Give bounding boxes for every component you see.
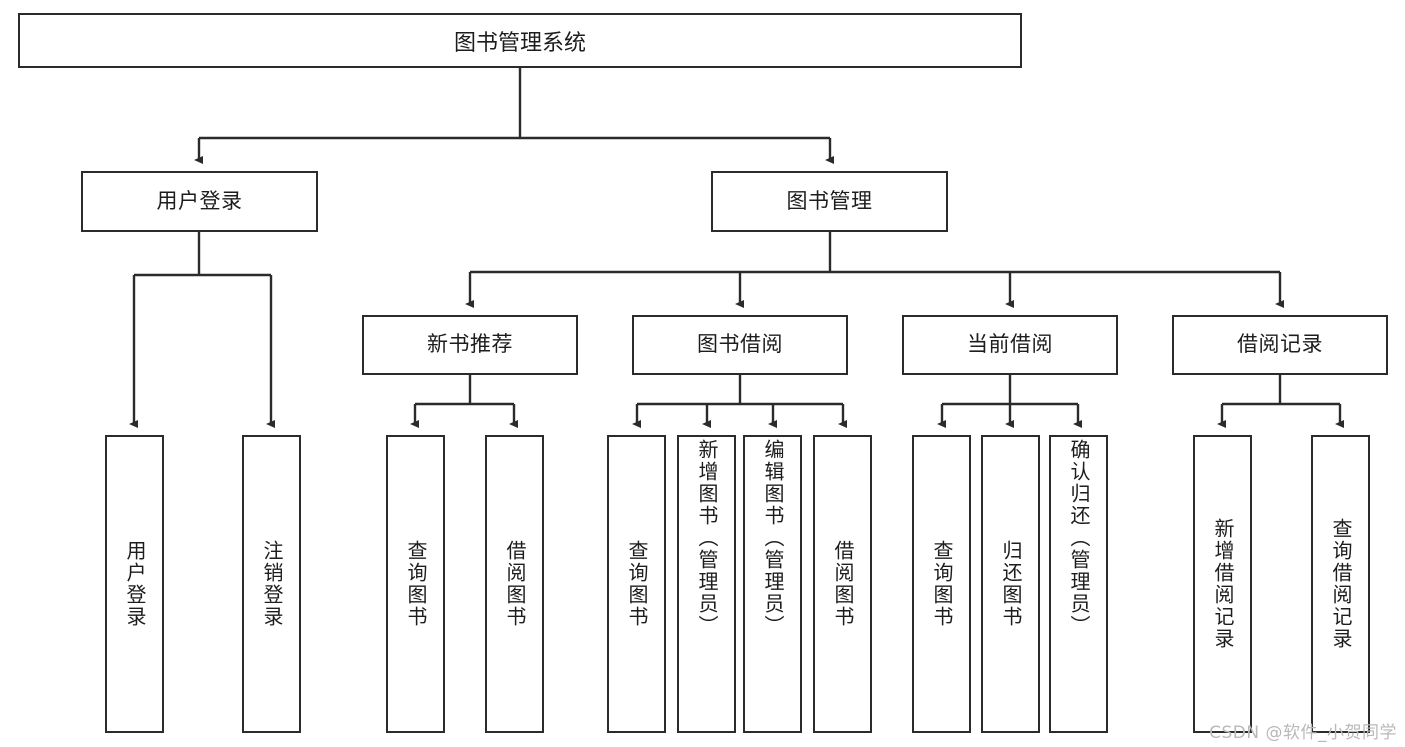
node-label: 用户登录 [123,540,147,628]
node-label: 借阅图书 [503,540,527,628]
leaf-book-borrow-1[interactable]: 查询图书 [607,435,666,733]
node-label: 查询图书 [625,540,649,628]
node-borrow-record[interactable]: 借阅记录 [1172,315,1388,375]
node-label: 借阅记录 [1237,332,1323,357]
node-label: 图书管理 [786,188,873,213]
leaf-current-borrow-1[interactable]: 查询图书 [912,435,971,733]
node-label: 当前借阅 [967,332,1053,357]
node-label: 用户登录 [156,188,243,213]
node-current-borrow[interactable]: 当前借阅 [902,315,1118,375]
node-new-book-recommend[interactable]: 新书推荐 [362,315,578,375]
leaf-current-borrow-3[interactable]: 确认归还（管理员） [1049,435,1108,733]
leaf-current-borrow-2[interactable]: 归还图书 [981,435,1040,733]
leaf-borrow-record-1[interactable]: 新增借阅记录 [1193,435,1252,733]
node-label: 新书推荐 [427,332,513,357]
node-label: 编辑图书（管理员） [761,439,785,637]
node-label: 新增图书（管理员） [695,439,719,637]
node-user-login[interactable]: 用户登录 [81,171,318,232]
node-label: 归还图书 [999,540,1023,628]
leaf-new-book-1[interactable]: 查询图书 [386,435,445,733]
leaf-book-borrow-4[interactable]: 借阅图书 [813,435,872,733]
leaf-book-borrow-3[interactable]: 编辑图书（管理员） [743,435,802,733]
connector-lines [129,68,1344,428]
node-label: 查询图书 [930,540,954,628]
node-label: 确认归还（管理员） [1067,439,1091,637]
leaf-user-login-1[interactable]: 用户登录 [105,435,164,733]
node-label: 图书借阅 [697,332,783,357]
node-label: 图书管理系统 [453,30,586,56]
node-label: 查询借阅记录 [1329,518,1353,650]
node-label: 新增借阅记录 [1211,518,1235,650]
leaf-new-book-2[interactable]: 借阅图书 [485,435,544,733]
node-book-management[interactable]: 图书管理 [711,171,948,232]
node-book-borrow[interactable]: 图书借阅 [632,315,848,375]
leaf-book-borrow-2[interactable]: 新增图书（管理员） [677,435,736,733]
node-root-system[interactable]: 图书管理系统 [18,13,1022,68]
node-label: 查询图书 [404,540,428,628]
node-label: 借阅图书 [831,540,855,628]
leaf-user-login-2[interactable]: 注销登录 [242,435,301,733]
node-label: 注销登录 [260,540,284,628]
leaf-borrow-record-2[interactable]: 查询借阅记录 [1311,435,1370,733]
